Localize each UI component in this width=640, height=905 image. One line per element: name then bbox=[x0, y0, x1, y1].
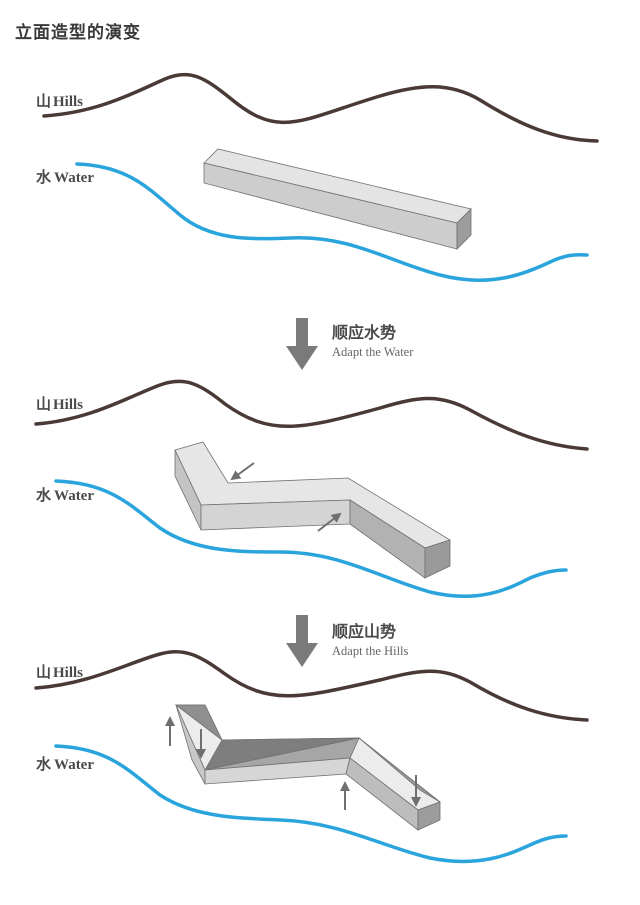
step-1-label-en: Adapt the Water bbox=[332, 345, 414, 359]
step-2-label-cn: 顺应山势 bbox=[332, 622, 396, 641]
step-2-indicator: 顺应山势 Adapt the Hills bbox=[286, 615, 409, 667]
hills-curve bbox=[34, 379, 589, 451]
step-2-label-en: Adapt the Hills bbox=[332, 644, 409, 658]
water-curve bbox=[75, 162, 589, 282]
water-curve bbox=[54, 479, 568, 599]
water-curve bbox=[54, 744, 568, 864]
step-1-label-cn: 顺应水势 bbox=[332, 323, 396, 342]
bent-building-block bbox=[174, 441, 451, 579]
hills-curve bbox=[42, 72, 599, 143]
step-1-indicator: 顺应水势 Adapt the Water bbox=[286, 318, 414, 370]
down-arrow-icon bbox=[286, 318, 318, 370]
push-arrow-icon bbox=[317, 512, 342, 532]
push-arrow-icon bbox=[230, 462, 255, 481]
page-title: 立面造型的演变 bbox=[15, 23, 141, 43]
hills-curve bbox=[34, 649, 589, 722]
straight-building-block bbox=[203, 148, 472, 250]
down-arrow-icon bbox=[286, 615, 318, 667]
folded-building-block bbox=[174, 704, 441, 831]
